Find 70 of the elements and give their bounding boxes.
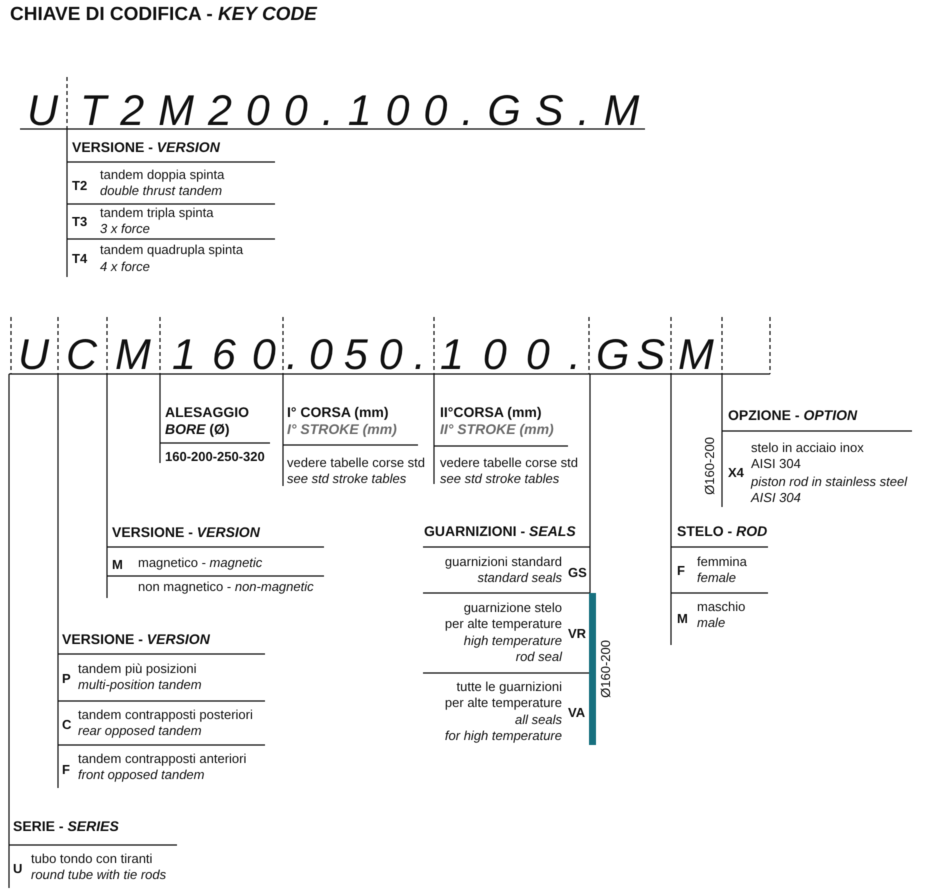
page-title: CHIAVE DI CODIFICA - KEY CODE	[10, 4, 317, 26]
option-code: T3	[72, 214, 88, 230]
option-code: T2	[72, 178, 88, 194]
translation: all seals for high temperature	[444, 712, 562, 744]
translation: rear opposed tandem	[78, 723, 202, 739]
code-text: M	[115, 333, 151, 377]
code-text: U	[27, 89, 58, 133]
section-heading: VERSIONE - VERSION	[112, 524, 260, 541]
diameter-range: Ø160-200	[703, 437, 717, 495]
translation: see std stroke tables	[287, 471, 406, 487]
translation: female	[697, 570, 736, 586]
option-code: U	[13, 861, 22, 877]
section-heading: OPZIONE - OPTION	[728, 407, 858, 424]
description: femmina	[697, 554, 747, 570]
option-code: VR	[568, 626, 586, 642]
translation: 4 x force	[100, 259, 150, 275]
code-text: T2M200.100.GS.M	[80, 89, 640, 133]
description: tandem contrapposti posteriori	[78, 707, 253, 723]
description: tandem contrapposti anteriori	[78, 751, 246, 767]
translation: high temperature rod seal	[464, 633, 562, 665]
option-code: M	[112, 557, 123, 573]
section-heading: I° CORSA (mm)	[287, 404, 389, 421]
option-code: X4	[728, 465, 744, 481]
section-heading: SERIE - SERIES	[13, 818, 119, 835]
description: tandem più posizioni	[78, 661, 197, 677]
option-code: F	[677, 563, 685, 579]
option-code: VA	[568, 705, 586, 721]
translation: front opposed tandem	[78, 767, 204, 783]
description: magnetico - magnetic	[138, 555, 262, 571]
code-text: 160	[172, 333, 276, 377]
description: vedere tabelle corse std	[440, 455, 578, 471]
option-code: GS	[568, 565, 587, 581]
bore-values: 160-200-250-320	[165, 449, 265, 465]
section-heading: STELO - ROD	[677, 523, 768, 540]
description: non magnetico - non-magnetic	[138, 579, 314, 595]
section-heading: II°CORSA (mm)	[440, 404, 542, 421]
description: vedere tabelle corse std	[287, 455, 426, 471]
description: tandem quadrupla spinta	[100, 242, 244, 258]
section-heading: VERSIONE - VERSION	[62, 631, 210, 648]
description: guarnizioni standard	[444, 554, 562, 570]
translation: standard seals	[477, 570, 562, 586]
option-code: P	[62, 671, 71, 687]
option-code: C	[62, 717, 72, 733]
translation: see std stroke tables	[440, 471, 560, 487]
translation: double thrust tandem	[100, 183, 222, 199]
option-code: F	[62, 762, 70, 778]
translation: 3 x force	[100, 221, 150, 237]
code-text: U	[18, 333, 50, 377]
translation: piston rod in stainless steel AISI 304	[751, 474, 908, 506]
section-heading: I° STROKE (mm)	[287, 421, 397, 438]
section-heading: VERSIONE - VERSION	[72, 139, 220, 156]
translation: round tube with tie rods	[31, 867, 166, 883]
option-code: T4	[72, 251, 88, 267]
diameter-range: Ø160-200	[599, 640, 613, 698]
section-heading: BORE (Ø)	[165, 421, 230, 438]
translation: multi-position tandem	[78, 677, 202, 693]
section-heading: II° STROKE (mm)	[440, 421, 554, 438]
code-text: C	[66, 333, 98, 377]
description: tubo tondo con tiranti	[31, 851, 152, 867]
translation: male	[697, 615, 726, 631]
description: tandem doppia spinta	[100, 167, 224, 183]
section-heading: ALESAGGIO	[165, 404, 250, 421]
code-text: .050.	[286, 333, 426, 377]
description: maschio	[697, 599, 746, 615]
code-text: M	[678, 333, 714, 377]
section-heading: GUARNIZIONI - SEALS	[424, 523, 576, 540]
code-text: GS	[596, 333, 666, 377]
description: tandem tripla spinta	[100, 205, 214, 221]
code-text: 100.	[440, 333, 581, 377]
option-code: M	[677, 611, 688, 627]
